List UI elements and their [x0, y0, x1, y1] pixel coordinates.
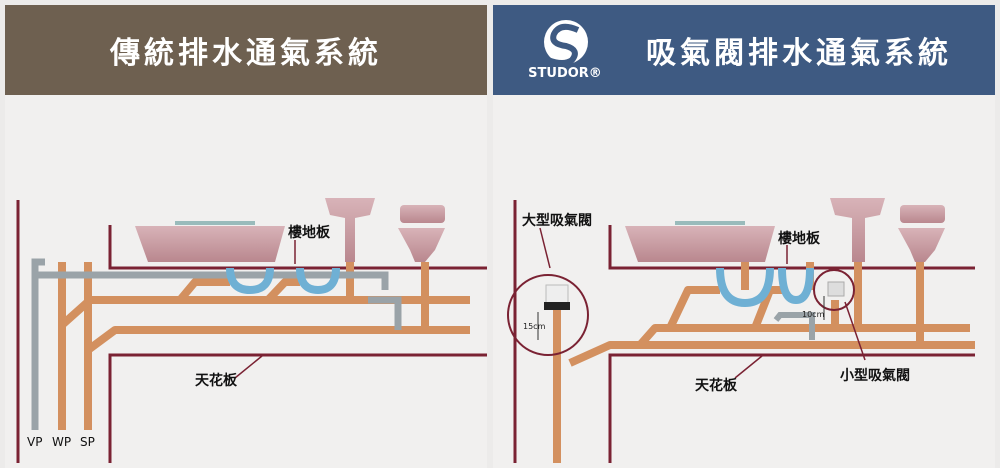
right-structure [513, 200, 975, 463]
right-fixtures [625, 198, 945, 262]
valve-highlight-circles [507, 269, 855, 356]
left-floor-label: 樓地板 [288, 225, 330, 241]
left-structure [16, 200, 487, 463]
left-arrows [234, 240, 296, 379]
left-vent-pipes [31, 258, 402, 430]
studor-logo: STUDOR® [520, 18, 610, 88]
studor-logo-icon [544, 20, 588, 66]
right-vent-pipe [773, 312, 815, 340]
sp-label: SP [80, 435, 95, 449]
left-title: 傳統排水通氣系統 [5, 5, 487, 95]
left-pipes [58, 262, 470, 430]
right-ceiling-label: 天花板 [695, 378, 737, 394]
right-floor-label: 樓地板 [778, 231, 820, 247]
right-traps [716, 267, 814, 308]
small-air-admittance-valve [827, 281, 845, 297]
logo-text: STUDOR® [528, 66, 602, 81]
dim-15cm: 15cm [523, 322, 546, 331]
left-fixtures [135, 198, 445, 262]
large-air-admittance-valve [544, 284, 570, 310]
left-ceiling-label: 天花板 [195, 373, 237, 389]
vp-label: VP [27, 435, 43, 449]
small-valve-label: 小型吸氣閥 [840, 368, 910, 384]
right-arrows [537, 227, 866, 379]
right-pipes [553, 262, 975, 463]
large-valve-label: 大型吸氣閥 [522, 213, 592, 229]
left-traps [226, 267, 340, 295]
right-title-text: 吸氣閥排水通氣系統 [646, 36, 952, 71]
dim-10cm: 10cm [802, 310, 825, 319]
wp-label: WP [52, 435, 72, 449]
